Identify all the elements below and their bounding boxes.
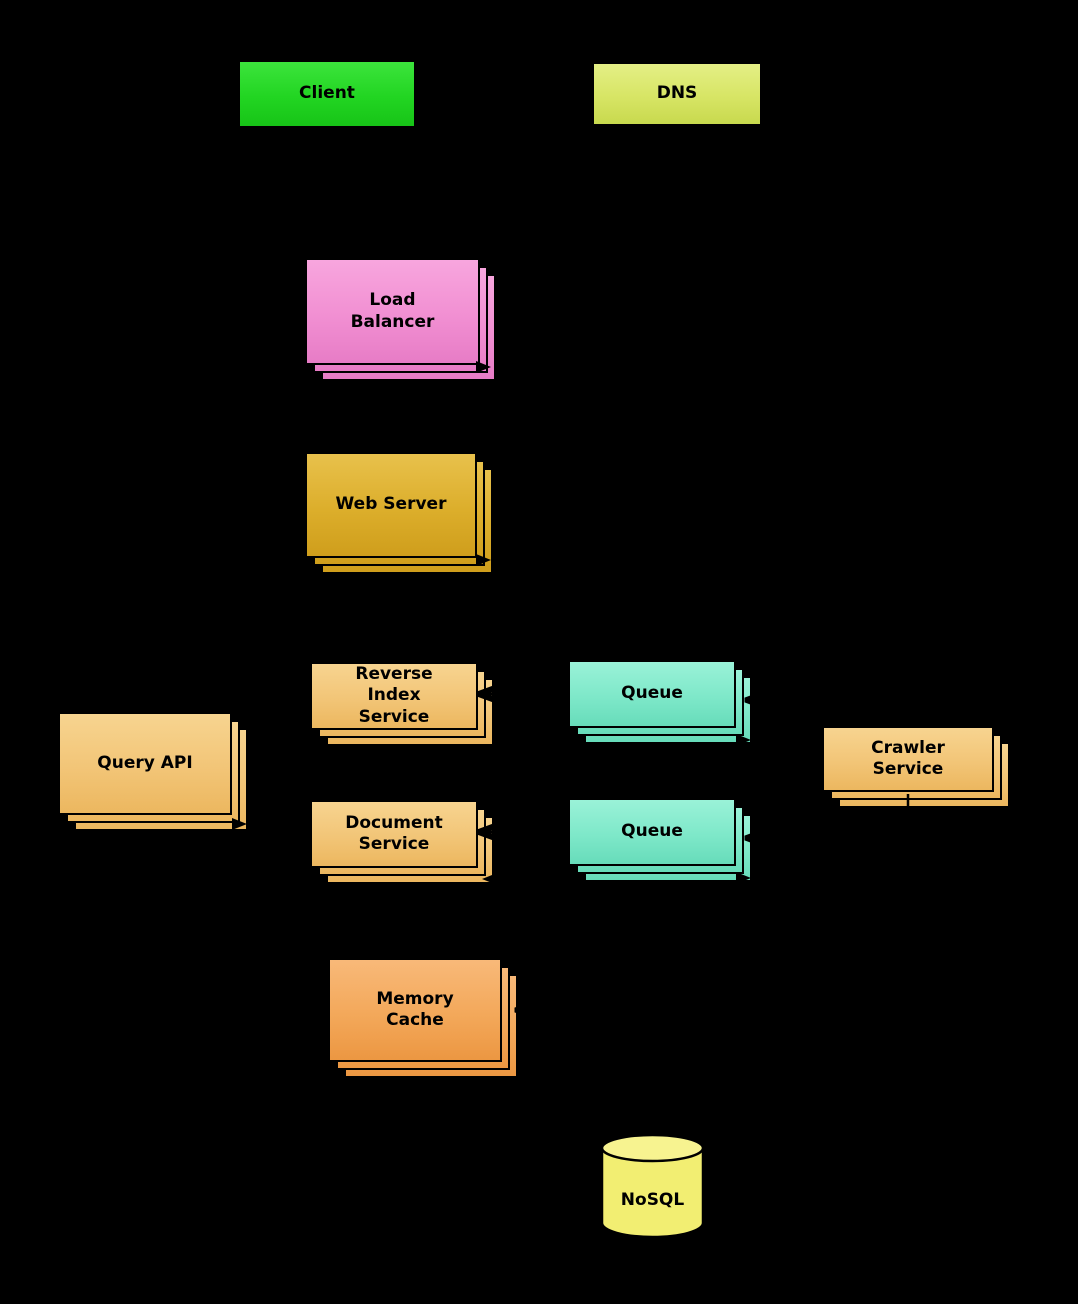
database-cylinder-icon xyxy=(600,1133,705,1239)
connector-queryapi-reverseindex xyxy=(250,696,302,766)
node-query-api: Query API xyxy=(58,712,248,831)
node-label: Queue xyxy=(621,821,683,842)
node-client: Client xyxy=(238,60,416,128)
node-label: NoSQL xyxy=(620,1190,685,1211)
node-queue-top: Queue xyxy=(568,660,752,744)
node-label: Web Server xyxy=(335,494,447,515)
node-label: Load Balancer xyxy=(350,290,435,332)
node-label: DNS xyxy=(656,83,698,104)
node-label: Client xyxy=(299,83,355,104)
node-queue-bottom: Queue xyxy=(568,798,752,882)
connector-crawler-queue2 xyxy=(752,768,820,838)
node-nosql: NoSQL xyxy=(600,1132,705,1240)
node-web-server: Web Server xyxy=(305,452,493,574)
node-label: Document Service xyxy=(345,812,443,854)
connector-queryapi-document xyxy=(250,762,302,832)
node-reverse-index-service: Reverse Index Service xyxy=(310,662,494,746)
connector-crawler-queue1 xyxy=(752,700,820,750)
node-label: Reverse Index Service xyxy=(355,664,433,727)
connector-client-loadbalancer xyxy=(325,130,392,250)
node-document-service: Document Service xyxy=(310,800,494,884)
node-dns: DNS xyxy=(592,62,762,126)
node-load-balancer: Load Balancer xyxy=(305,258,496,381)
node-label: Memory Cache xyxy=(376,988,454,1030)
node-label: Crawler Service xyxy=(871,737,945,779)
node-memory-cache: Memory Cache xyxy=(328,958,518,1078)
node-label: Queue xyxy=(621,683,683,704)
node-label: Query API xyxy=(97,752,193,773)
node-crawler-service: Crawler Service xyxy=(822,726,1010,808)
